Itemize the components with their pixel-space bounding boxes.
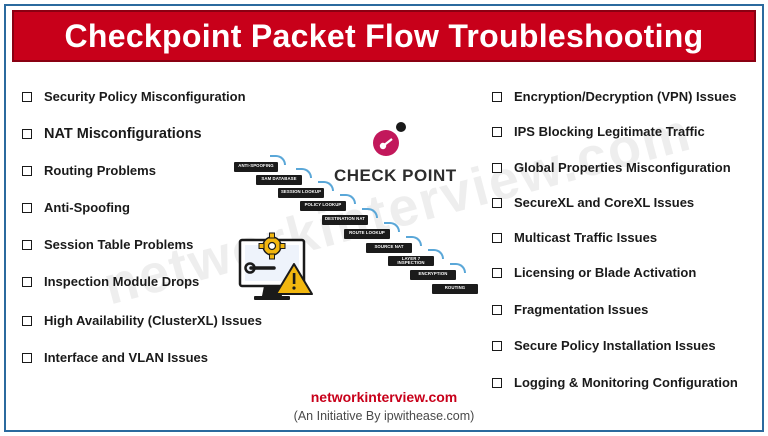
list-item: Encryption/Decryption (VPN) Issues [492, 89, 737, 104]
checkbox-icon [492, 267, 502, 278]
list-item: High Availability (ClusterXL) Issues [22, 313, 262, 328]
footer-tagline: (An Initiative By ipwithease.com) [293, 409, 475, 423]
flow-arrow-icon [362, 208, 378, 218]
troubleshooting-illustration [238, 232, 313, 300]
flow-arrow-icon [318, 181, 334, 191]
title-banner: Checkpoint Packet Flow Troubleshooting [12, 10, 756, 62]
flow-arrow-icon [384, 222, 400, 232]
page-title: Checkpoint Packet Flow Troubleshooting [64, 17, 704, 54]
flow-step: DESTINATION NAT [322, 215, 368, 225]
logo-wordmark: CHECK POINT [334, 166, 457, 185]
wrench-icon [244, 262, 276, 274]
checkbox-icon [22, 91, 32, 102]
checkbox-icon [492, 232, 502, 243]
checkpoint-logo [373, 122, 406, 156]
flow-arrow-icon [428, 249, 444, 259]
flow-arrow-icon [296, 168, 312, 178]
flow-arrow-icon [340, 194, 356, 204]
checkbox-icon [22, 129, 32, 139]
checkbox-icon [492, 304, 502, 315]
list-item: Session Table Problems [22, 237, 193, 252]
flow-step: SOURCE NAT [366, 243, 412, 253]
checkbox-icon [22, 165, 32, 176]
list-item: Global Properties Misconfiguration [492, 160, 731, 175]
flow-step: LAYER 7 INSPECTION [388, 256, 434, 266]
list-item: Multicast Traffic Issues [492, 230, 657, 245]
list-item: NAT Misconfigurations [22, 126, 202, 142]
logo-dot-icon [396, 122, 406, 132]
checkbox-icon [22, 315, 32, 326]
flow-step: ENCRYPTION [410, 270, 456, 280]
flow-step: SESSION LOOKUP [278, 188, 324, 198]
checkbox-icon [492, 197, 502, 208]
list-item: IPS Blocking Legitimate Traffic [492, 124, 705, 139]
list-item: Secure Policy Installation Issues [492, 338, 716, 353]
list-item: Anti-Spoofing [22, 200, 130, 215]
checkbox-icon [22, 202, 32, 213]
checkbox-icon [22, 352, 32, 363]
list-item: Inspection Module Drops [22, 274, 199, 289]
gear-icon [258, 232, 286, 260]
flow-step: ROUTE LOOKUP [344, 229, 390, 239]
flow-step: POLICY LOOKUP [300, 201, 346, 211]
list-item: Security Policy Misconfiguration [22, 89, 246, 104]
list-item: Fragmentation Issues [492, 302, 648, 317]
checkbox-icon [492, 340, 502, 351]
list-item: Interface and VLAN Issues [22, 350, 208, 365]
checkbox-icon [492, 377, 502, 388]
flow-arrow-icon [406, 236, 422, 246]
footer-site-link[interactable]: networkinterview.com [310, 389, 458, 405]
checkbox-icon [492, 162, 502, 173]
list-item: Licensing or Blade Activation [492, 265, 696, 280]
border-frame [4, 4, 764, 432]
checkbox-icon [22, 239, 32, 250]
list-item: SecureXL and CoreXL Issues [492, 195, 694, 210]
list-item: Logging & Monitoring Configuration [492, 375, 738, 390]
flow-step: ROUTING [432, 284, 478, 294]
checkbox-icon [492, 91, 502, 102]
warning-icon [275, 263, 313, 295]
flow-step: ANTI-SPOOFING [234, 162, 278, 172]
flow-arrow-icon [450, 263, 466, 273]
flow-arrow-icon [270, 155, 286, 165]
flow-step: SAM DATABASE [256, 175, 302, 185]
list-item: Routing Problems [22, 163, 156, 178]
checkbox-icon [22, 276, 32, 287]
checkbox-icon [492, 126, 502, 137]
